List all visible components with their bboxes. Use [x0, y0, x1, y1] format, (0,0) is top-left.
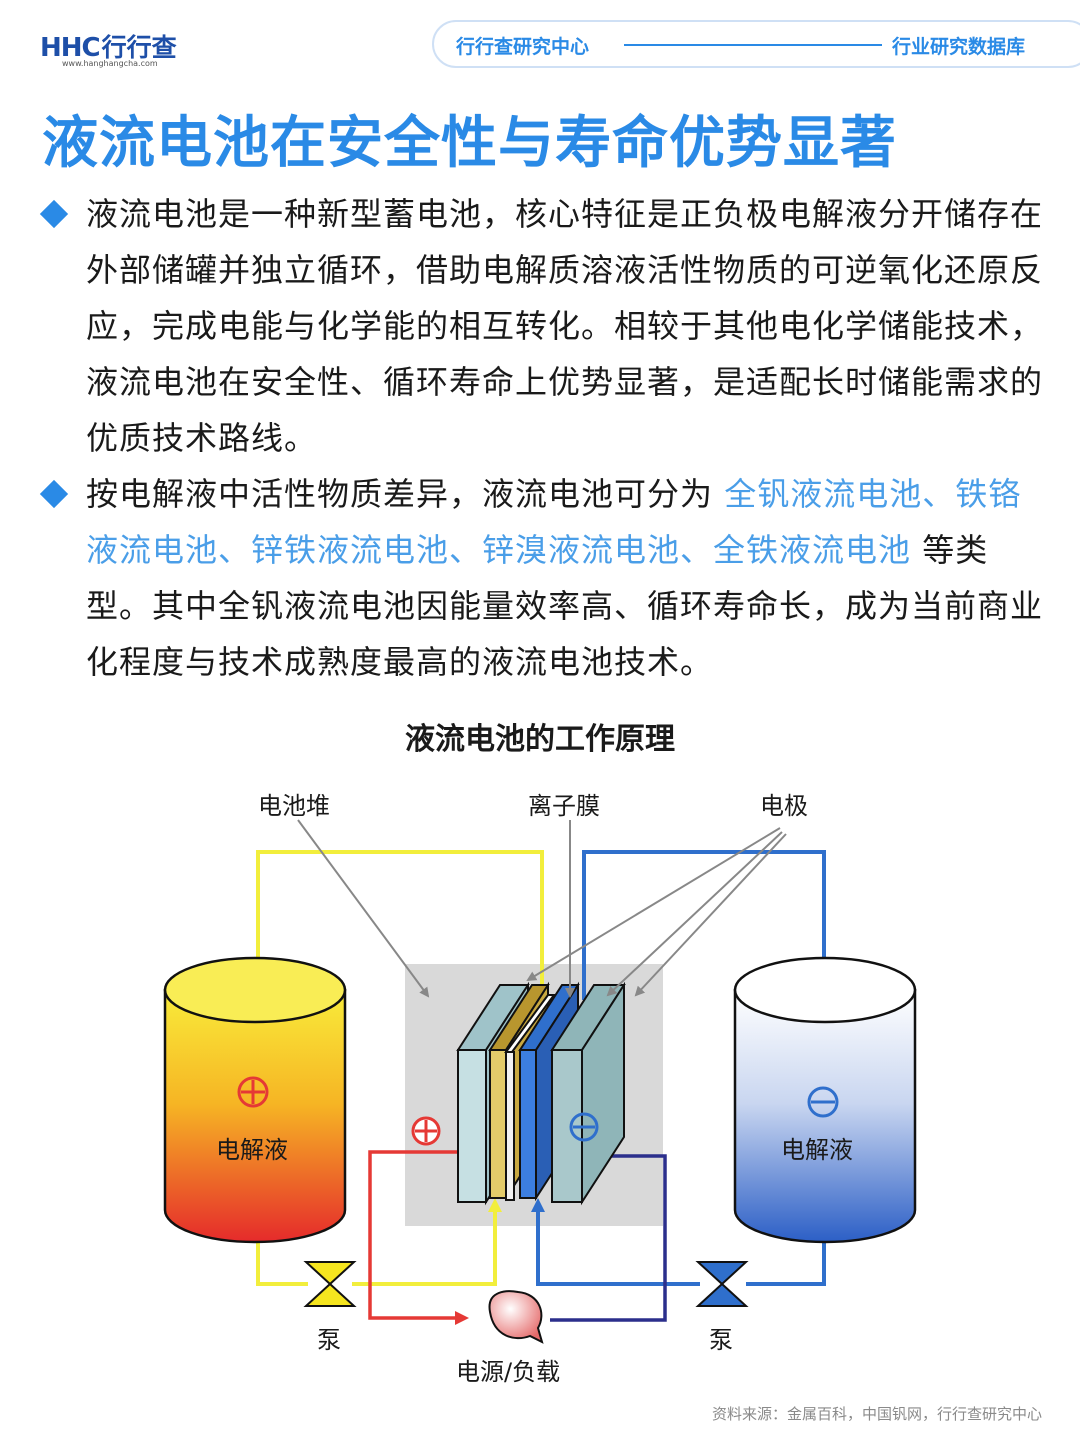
bullet-paragraph-2: 按电解液中活性物质差异，液流电池可分为 全钒液流电池、铁铬液流电池、锌铁液流电池…: [86, 466, 1046, 690]
electrode-pointer-arrow-left: [526, 827, 781, 982]
industry-database-label: 行业研究数据库: [892, 36, 1026, 58]
page-title: 液流电池在安全性与寿命优势显著: [42, 111, 897, 176]
electrode-pointer-arrow-mid: [606, 831, 783, 997]
battery-types-highlight: 全钒液流电池、铁铬液流电池、锌铁液流电池、锌溴液流电池、全铁液流电池: [86, 475, 1022, 569]
negative-sign-icon: [807, 1086, 839, 1118]
stack-negative-sign-icon: [569, 1112, 599, 1142]
positive-electrolyte-loop-bottom-left: [256, 1240, 308, 1286]
header: HHC行行查 www.hanghangcha.com 行行查研究中心 行业研究数…: [0, 0, 1080, 90]
negative-electrolyte-label: 电解液: [781, 1136, 853, 1164]
paragraph-2-tail: 等类型。其中全钒液流电池因能量效率高、循环寿命长，成为当前商业化程度与技术成熟度…: [86, 531, 1044, 681]
paragraph-2-intro: 按电解液中活性物质差异，液流电池可分为: [86, 475, 725, 513]
positive-electrolyte-loop-top: [251, 850, 544, 1015]
logo-mark: HHC: [40, 33, 101, 63]
source-note: 资料来源：金属百科，中国钒网，行行查研究中心: [711, 1405, 1042, 1423]
negative-wire: [550, 1149, 667, 1322]
logo-url: www.hanghangcha.com: [62, 59, 158, 68]
negative-tank: [733, 956, 917, 1244]
left-pump-icon: [303, 1261, 357, 1307]
pill-divider-line: [624, 44, 882, 46]
bullet-diamond-icon: [39, 199, 69, 229]
positive-wire: [368, 1150, 469, 1325]
logo: HHC行行查 www.hanghangcha.com: [40, 28, 177, 68]
power-load-label: 电源/负载: [456, 1358, 561, 1386]
positive-sign-icon: [237, 1076, 269, 1108]
electrode-pointer-arrow-right: [634, 833, 787, 997]
left-pump-label: 泵: [317, 1326, 341, 1354]
membrane-label: 离子膜: [528, 792, 600, 820]
header-pill: 行行查研究中心 行业研究数据库: [432, 20, 1080, 68]
stack-positive-sign-icon: [411, 1116, 441, 1146]
bullet-diamond-icon: [39, 479, 69, 509]
bullet-paragraph-1: 液流电池是一种新型蓄电池，核心特征是正负极电解液分开储存在外部储罐并独立循环，借…: [86, 195, 1044, 457]
right-pump-label: 泵: [709, 1326, 733, 1354]
power-load-icon: [488, 1290, 544, 1344]
diagram-title: 液流电池的工作原理: [405, 722, 675, 757]
stack-label: 电池堆: [258, 792, 330, 820]
positive-electrolyte-return: [352, 1198, 502, 1286]
cell-plates: [456, 981, 626, 1206]
negative-electrolyte-return: [531, 1198, 700, 1286]
negative-electrolyte-loop-bottom-right: [746, 1240, 826, 1286]
positive-tank: [163, 956, 347, 1244]
stack-pointer-arrow: [297, 819, 430, 998]
flow-battery-diagram: [163, 819, 917, 1344]
positive-electrolyte-label: 电解液: [216, 1136, 288, 1164]
right-pump-icon: [695, 1261, 749, 1307]
negative-electrolyte-loop-top: [582, 850, 831, 1015]
logo-text: 行行查: [101, 33, 177, 62]
electrode-label: 电极: [760, 792, 808, 820]
research-center-label: 行行查研究中心: [456, 36, 590, 58]
